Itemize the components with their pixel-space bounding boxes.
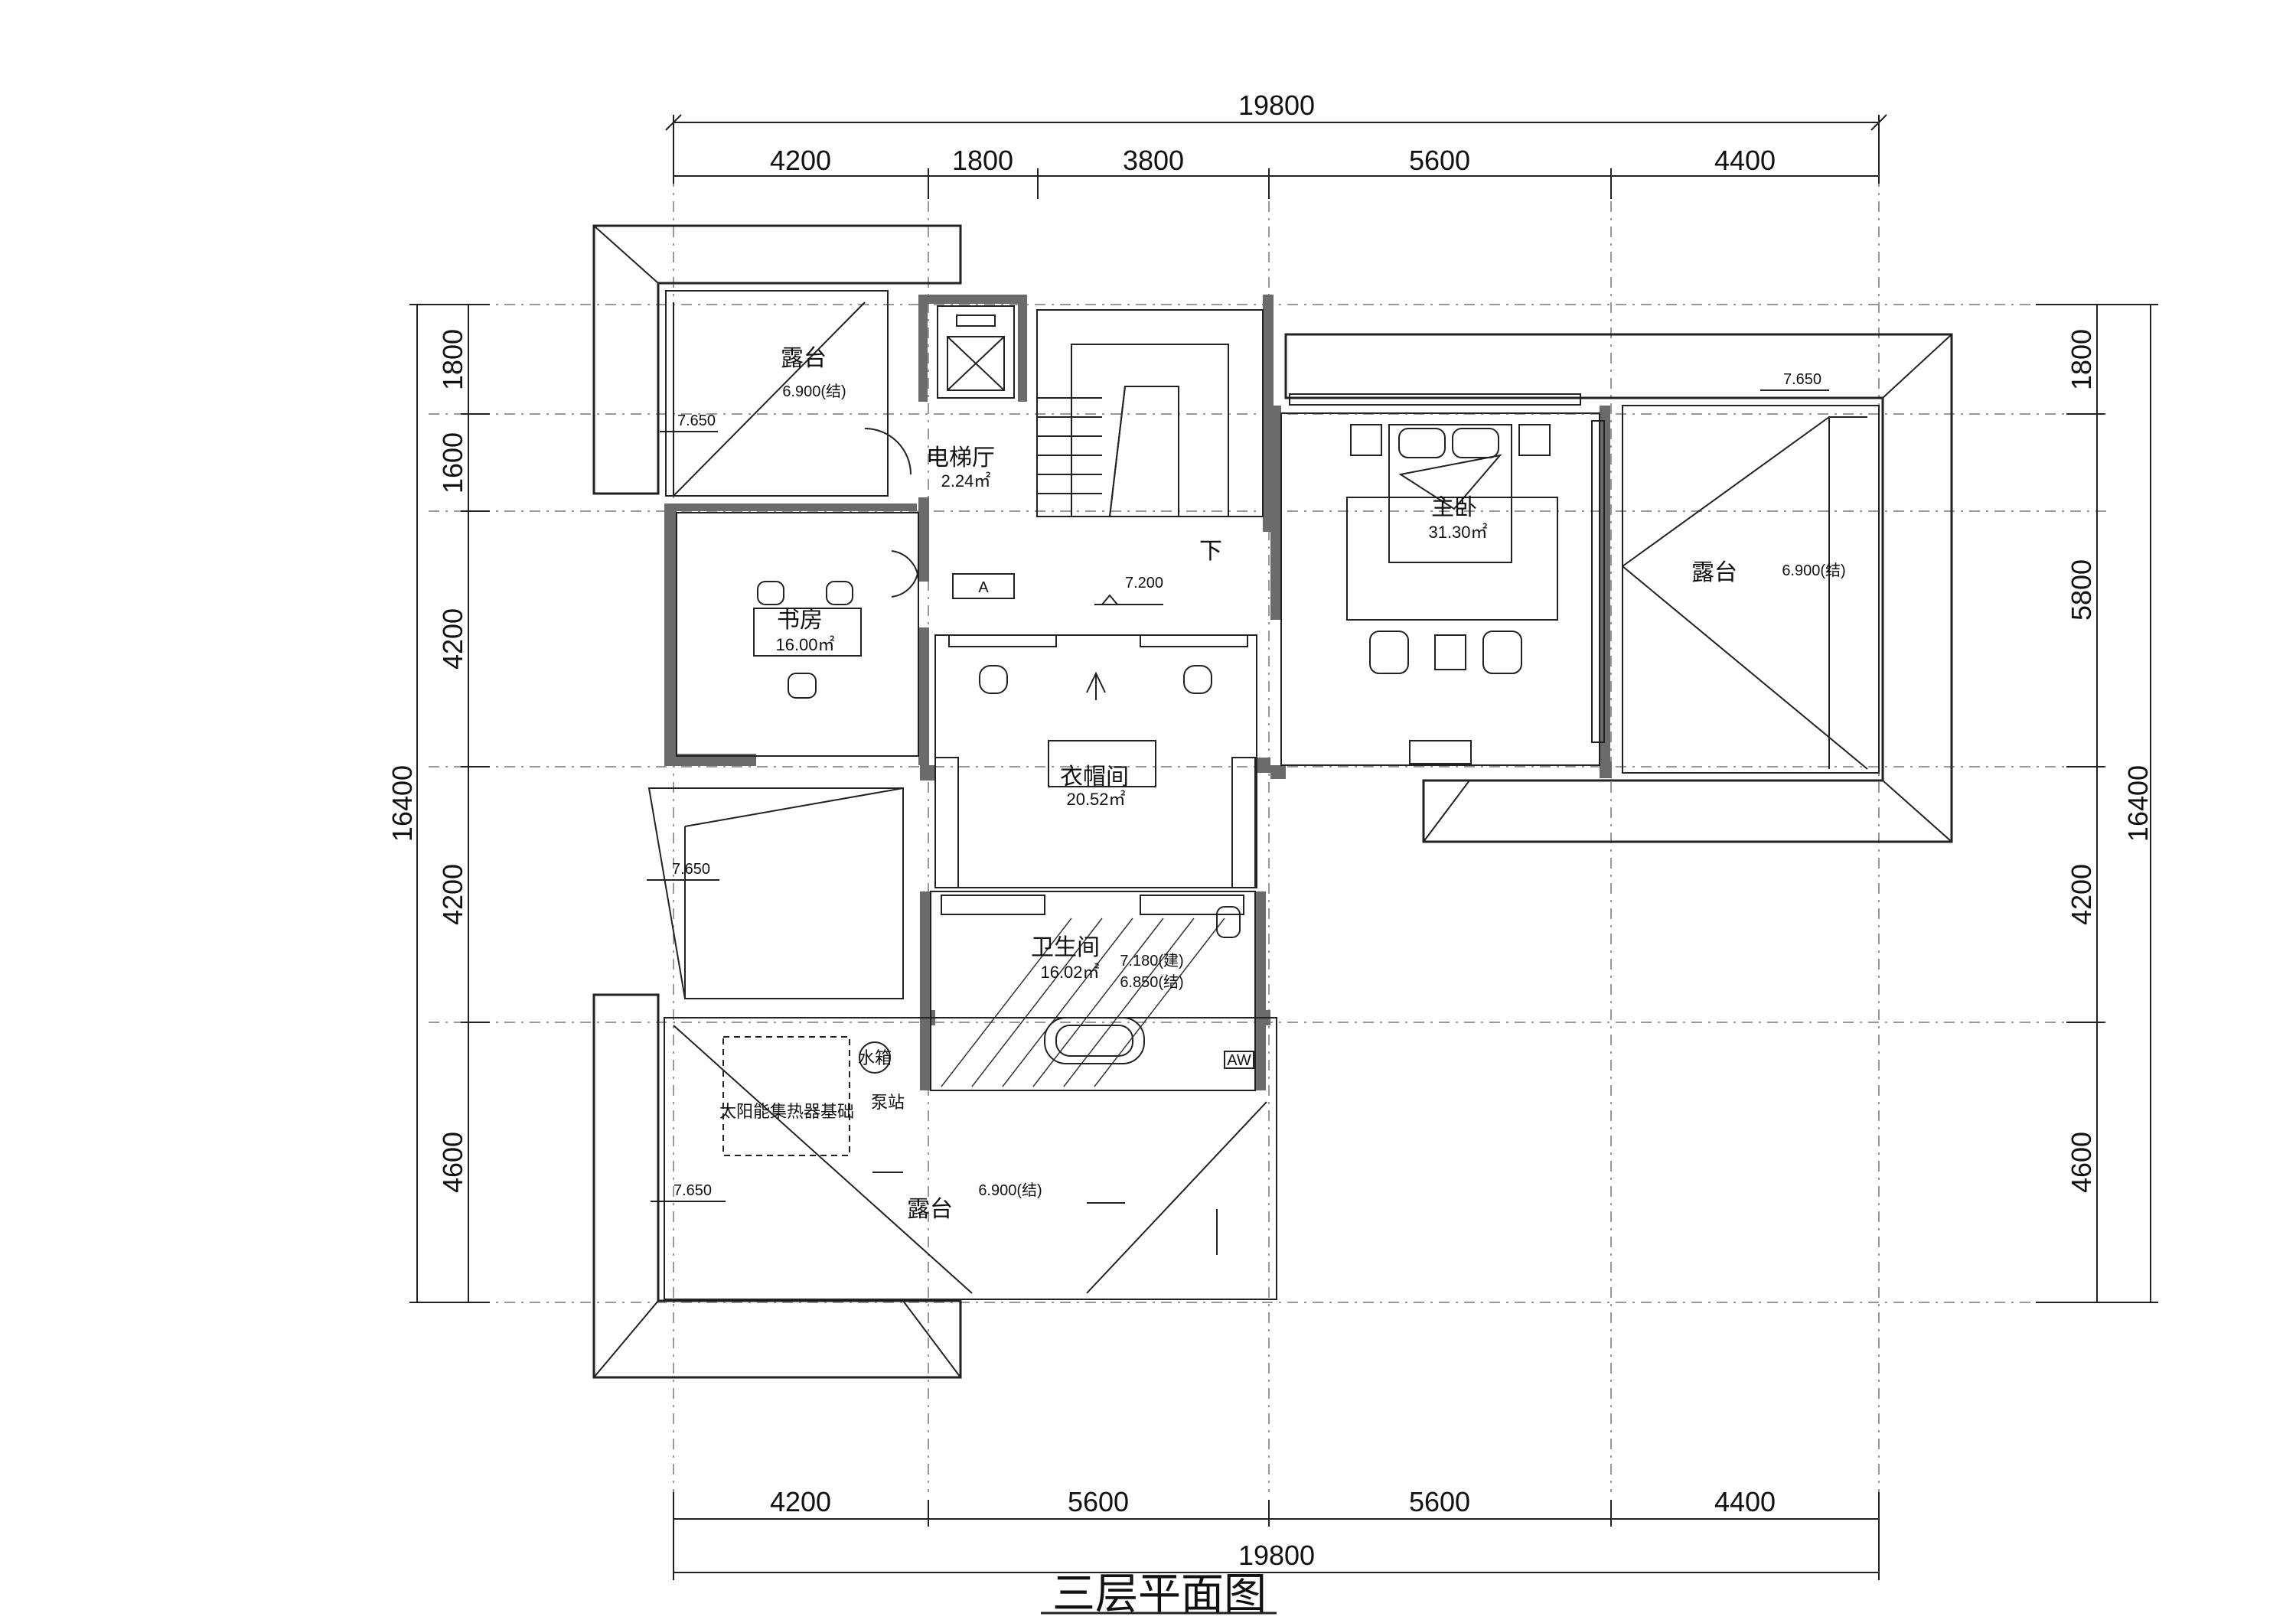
elevator-hall: 电梯厅 2.24㎡ A 7.200	[864, 428, 1163, 605]
dim-left-total: 16400	[386, 765, 418, 842]
terrace-east-level: 6.900(结)	[1782, 562, 1845, 579]
study-room: 书房 16.00㎡	[676, 512, 920, 757]
dim-bottom-seg-1: 4200	[770, 1486, 831, 1517]
roof-level-nw: 7.650	[677, 412, 716, 429]
terrace-nw: 露台 6.900(结) 7.650	[660, 290, 889, 497]
solar-collector-base: 太阳能集热器基础	[719, 1102, 854, 1121]
cloakroom-name: 衣帽间	[1060, 764, 1129, 790]
dim-left-seg-2: 1600	[437, 432, 468, 494]
elevator-core	[937, 305, 1015, 399]
bathroom: 卫生间 16.02㎡ 7.180(建) 6.850(结) AW	[930, 891, 1256, 1091]
roof-level-ne: 7.650	[1783, 371, 1821, 388]
dim-right-seg-4: 4600	[2066, 1132, 2097, 1193]
bathroom-level-1: 7.180(建)	[1120, 952, 1183, 970]
pump-station: 泵站	[871, 1093, 905, 1112]
cloakroom-area: 20.52㎡	[1066, 790, 1125, 809]
master-bedroom: 主卧 31.30㎡	[1280, 393, 1605, 766]
terrace-east-name: 露台	[1691, 559, 1737, 586]
dim-left-seg-3: 4200	[437, 608, 468, 670]
stairs-down-mark: 下	[1199, 538, 1222, 565]
left-dimension-chain: 16400 1800 1600 4200 4200 4600	[386, 304, 490, 1303]
master-bedroom-name: 主卧	[1431, 494, 1477, 521]
study-area: 16.00㎡	[775, 635, 834, 654]
terrace-nw-name: 露台	[781, 345, 827, 372]
dim-bottom-seg-3: 5600	[1409, 1486, 1470, 1517]
terrace-nw-level: 6.900(结)	[782, 383, 846, 400]
top-dimension-chain: 19800 4200 1800 3800 5600 4400	[665, 90, 1887, 199]
dim-left-seg-5: 4600	[437, 1132, 468, 1193]
roof-west-mid: 7.650	[647, 787, 904, 999]
elevator-hall-name: 电梯厅	[926, 445, 995, 471]
roof-eaves	[592, 224, 1953, 1379]
dim-left-seg-1: 1800	[437, 329, 468, 390]
terrace-south-name: 露台	[907, 1196, 953, 1223]
hall-level: 7.200	[1125, 575, 1163, 592]
roof-level-sw: 7.650	[673, 1182, 712, 1199]
dim-top-total: 19800	[1238, 90, 1315, 121]
elevator-hall-area: 2.24㎡	[941, 471, 991, 490]
bottom-dimension-chain: 4200 5600 5600 4400 19800	[673, 1486, 1880, 1580]
dim-right-seg-1: 1800	[2066, 329, 2097, 390]
bathroom-area: 16.02㎡	[1040, 963, 1099, 982]
dim-bottom-seg-4: 4400	[1714, 1486, 1776, 1517]
bathroom-tag-aw: AW	[1227, 1052, 1251, 1069]
terrace-east: 露台 6.900(结) 7.650	[1622, 371, 1880, 774]
bathroom-level-2: 6.850(结)	[1120, 973, 1183, 991]
right-dimension-chain: 1800 5800 4200 4600 16400	[2036, 304, 2158, 1303]
dim-top-seg-1: 4200	[770, 145, 831, 176]
water-tank: 水箱	[858, 1048, 892, 1067]
bathroom-name: 卫生间	[1031, 934, 1100, 961]
dim-top-seg-4: 5600	[1409, 145, 1470, 176]
study-name: 书房	[777, 607, 823, 634]
master-bedroom-area: 31.30㎡	[1428, 523, 1487, 542]
dim-top-seg-3: 3800	[1123, 145, 1184, 176]
stairs: 下	[1036, 309, 1264, 565]
drawing-title: 三层平面图	[1052, 1569, 1267, 1619]
cloakroom: 衣帽间 20.52㎡	[934, 634, 1257, 888]
hall-tag-a: A	[978, 579, 989, 596]
roof-level-w: 7.650	[672, 861, 710, 878]
dim-bottom-total: 19800	[1238, 1540, 1315, 1571]
dim-left-seg-4: 4200	[437, 864, 468, 925]
dim-right-seg-2: 5800	[2066, 559, 2097, 621]
dim-bottom-seg-2: 5600	[1068, 1486, 1129, 1517]
dim-right-seg-3: 4200	[2066, 864, 2097, 925]
terrace-south: 太阳能集热器基础 水箱 泵站 露台 6.900(结) 7.650	[651, 1017, 1277, 1300]
terrace-south-level: 6.900(结)	[978, 1181, 1042, 1199]
dim-top-seg-5: 4400	[1714, 145, 1776, 176]
dim-top-seg-2: 1800	[952, 145, 1013, 176]
dim-right-total: 16400	[2122, 765, 2154, 842]
